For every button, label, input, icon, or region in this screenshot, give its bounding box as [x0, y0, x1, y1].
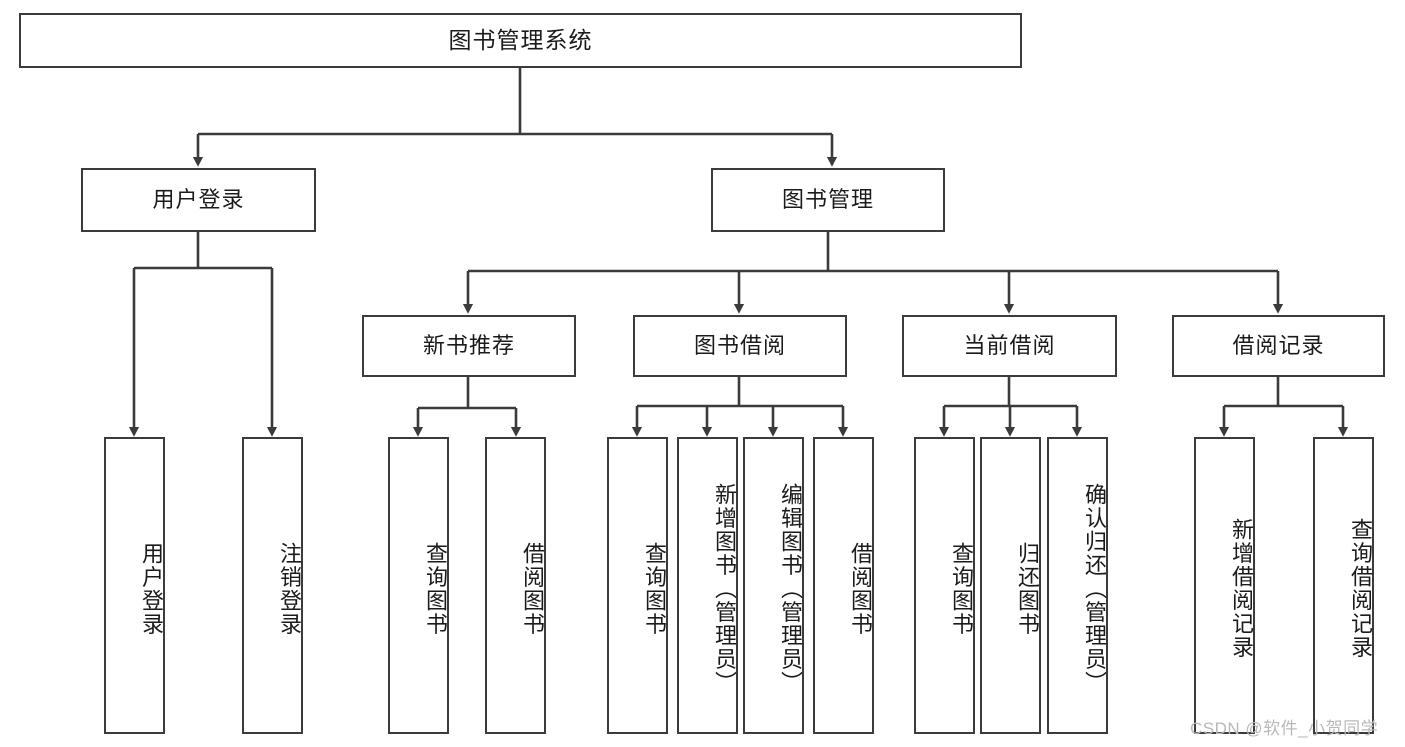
- leaf-current-confirm-return-admin[interactable]: 确认归还（管理员）: [1047, 437, 1108, 734]
- leaf-borrow-borrow-book[interactable]: 借阅图书: [813, 437, 874, 734]
- node-label: 编辑图书（管理员）: [778, 482, 803, 695]
- leaf-borrow-edit-book-admin[interactable]: 编辑图书（管理员）: [743, 437, 804, 734]
- node-label: 借阅图书: [848, 541, 873, 636]
- node-user-login[interactable]: 用户登录: [81, 168, 316, 232]
- node-label: 借阅图书: [520, 541, 545, 636]
- node-label: 注销登录: [277, 541, 302, 636]
- node-label: 图书管理: [781, 186, 874, 212]
- node-book-management[interactable]: 图书管理: [711, 168, 945, 232]
- node-new-book-recommend[interactable]: 新书推荐: [362, 315, 576, 377]
- node-label: 新增图书（管理员）: [712, 482, 737, 695]
- node-label: 当前借阅: [963, 332, 1056, 358]
- node-label: 新书推荐: [422, 332, 515, 358]
- node-borrow-record[interactable]: 借阅记录: [1172, 315, 1385, 377]
- leaf-logout[interactable]: 注销登录: [242, 437, 303, 734]
- node-label: 查询图书: [423, 541, 448, 636]
- node-label: 图书管理系统: [448, 26, 593, 53]
- leaf-current-query-book[interactable]: 查询图书: [914, 437, 975, 734]
- leaf-record-query-record[interactable]: 查询借阅记录: [1313, 437, 1374, 734]
- node-label: 确认归还（管理员）: [1082, 482, 1107, 695]
- leaf-borrow-add-book-admin[interactable]: 新增图书（管理员）: [677, 437, 738, 734]
- node-label: 查询借阅记录: [1348, 518, 1373, 659]
- node-book-borrow[interactable]: 图书借阅: [633, 315, 847, 377]
- leaf-record-add-record[interactable]: 新增借阅记录: [1194, 437, 1255, 734]
- leaf-newbook-borrow-book[interactable]: 借阅图书: [485, 437, 546, 734]
- node-label: 图书借阅: [693, 332, 786, 358]
- leaf-borrow-query-book[interactable]: 查询图书: [607, 437, 668, 734]
- leaf-newbook-query-book[interactable]: 查询图书: [388, 437, 449, 734]
- leaf-current-return-book[interactable]: 归还图书: [980, 437, 1041, 734]
- node-label: 归还图书: [1015, 541, 1040, 636]
- node-label: 查询图书: [642, 541, 667, 636]
- leaf-user-login[interactable]: 用户登录: [104, 437, 165, 734]
- node-label: 借阅记录: [1232, 332, 1325, 358]
- node-label: 新增借阅记录: [1229, 518, 1254, 659]
- node-root-system[interactable]: 图书管理系统: [19, 13, 1022, 68]
- node-label: 查询图书: [949, 541, 974, 636]
- node-label: 用户登录: [139, 541, 164, 636]
- csdn-watermark: CSDN @软件_小贺同学: [1190, 719, 1379, 738]
- node-current-borrow[interactable]: 当前借阅: [902, 315, 1117, 377]
- node-label: 用户登录: [152, 186, 245, 212]
